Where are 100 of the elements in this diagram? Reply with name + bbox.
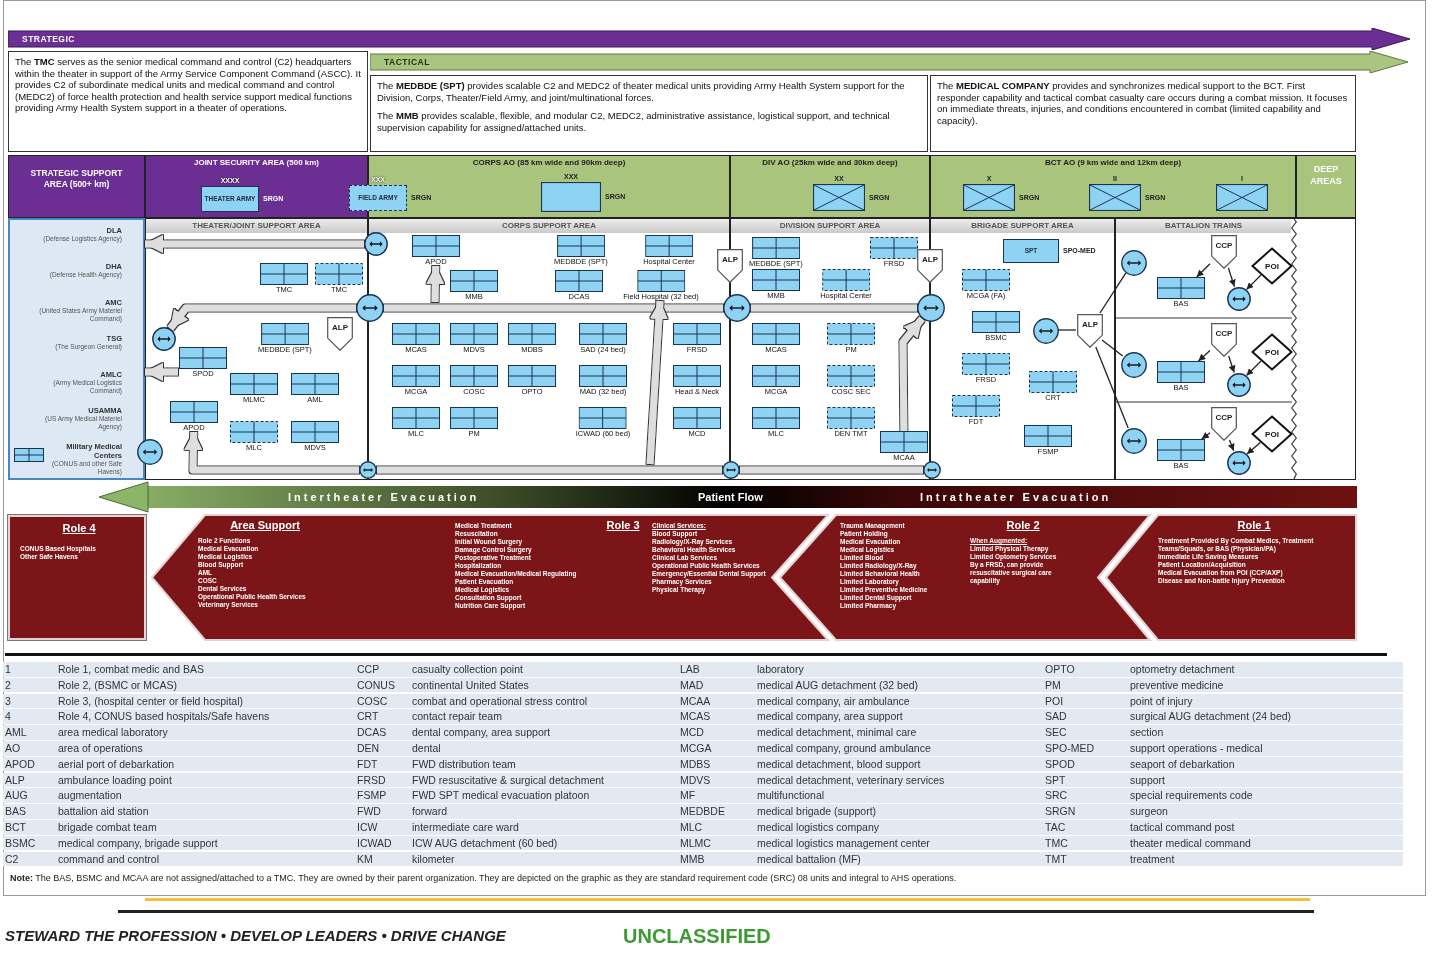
definition: theater medical command xyxy=(1130,835,1251,851)
role-heading: Role 4 xyxy=(62,522,96,535)
pentagon-symbol xyxy=(1211,407,1237,441)
abbreviation: OPTO xyxy=(1045,662,1075,677)
support-area-panel xyxy=(145,218,368,480)
pentagon-symbol xyxy=(1211,323,1237,357)
circle-symbol-icon xyxy=(1033,318,1059,344)
abbreviation: SPO-MED xyxy=(1045,741,1094,756)
arrow xyxy=(1245,360,1262,377)
arrow xyxy=(1227,267,1236,288)
classification-marking: UNCLASSIFIED xyxy=(623,925,771,948)
abbreviation: ALP xyxy=(5,772,25,788)
circle-symbol-icon xyxy=(1121,352,1147,378)
role-heading: Role 2 xyxy=(1006,519,1040,532)
abbreviation: ICW xyxy=(357,820,378,835)
circle-symbol-icon xyxy=(1227,451,1251,475)
abbreviation: MCAA xyxy=(680,693,711,709)
abbreviation: 1 xyxy=(5,662,11,677)
definition: ambulance loading point xyxy=(58,772,172,788)
circle-symbol-icon xyxy=(917,294,945,322)
definition: battalion aid station xyxy=(58,804,149,819)
description-panel xyxy=(370,75,928,152)
definition: command and control xyxy=(58,851,159,867)
definition: support xyxy=(1130,772,1166,788)
definition: contact repair team xyxy=(412,709,502,724)
role-panel xyxy=(778,515,1152,640)
abbreviation: SAD xyxy=(1045,709,1067,724)
abbreviation: MF xyxy=(680,788,696,803)
motto-text: STEWARD THE PROFESSION • DEVELOP LEADERS • DRIVE CHANGE xyxy=(5,927,506,945)
abbreviation: 3 xyxy=(5,693,11,709)
note-text: Note: The BAS, BSMC and MCAA are not assigned/attached to a TMC. They are owned by their parent organization. They are depicted on the graphic as they are standard requirement code (SRC) 08 units and integral to AHS operations. xyxy=(10,873,957,884)
definition: forward xyxy=(412,804,447,819)
abbreviation: SPOD xyxy=(1045,756,1075,772)
patient-flow-band xyxy=(98,481,1358,513)
poi-diamond xyxy=(1251,247,1293,285)
definition: special requirements code xyxy=(1130,788,1253,803)
definition: dental company, area support xyxy=(412,725,551,740)
pentagon-symbol xyxy=(1077,314,1103,348)
description-text: The MEDICAL COMPANY provides and synchronizes medical support to the BCT. First responder capability and tactical combat casualty care occurs during a combat mission. It focuses on immediate threats, injuries, and conditions encountered in combat (limited capability and capacity). xyxy=(937,80,1349,126)
symbol-label: POI xyxy=(1265,261,1279,271)
definition: medical company, area support xyxy=(757,709,903,724)
arrow xyxy=(1201,432,1211,440)
role-panel xyxy=(1104,515,1356,640)
definition: FWD resuscitative & surgical detachment xyxy=(412,772,604,788)
abbreviation: MEDBDE xyxy=(680,804,725,819)
abbreviation: SRGN xyxy=(1045,804,1076,819)
definition: support operations - medical xyxy=(1130,741,1263,756)
evacuation-arrow xyxy=(167,304,356,331)
definition: Role 1, combat medic and BAS xyxy=(58,662,204,677)
definition: combat and operational stress control xyxy=(412,693,588,709)
poi-diamond xyxy=(1251,333,1293,371)
abbreviation: KM xyxy=(357,851,373,867)
abbreviation: AML xyxy=(5,725,27,740)
abbreviation: DCAS xyxy=(357,725,387,740)
abbreviation: POI xyxy=(1045,693,1064,709)
area-title: JOINT SECURITY AREA (500 km) xyxy=(193,158,320,169)
banner-label: STRATEGIC xyxy=(22,34,75,44)
pentagon-symbol xyxy=(717,249,743,283)
definition: tactical command post xyxy=(1130,820,1235,835)
definition: section xyxy=(1130,725,1164,740)
definition: medical battalion (MF) xyxy=(757,851,861,867)
evacuation-route xyxy=(377,466,722,474)
abbreviation: TMT xyxy=(1045,851,1067,867)
definition: medical company, brigade support xyxy=(58,835,218,851)
area-strip-title: BATTALION TRAINS xyxy=(1116,219,1291,233)
abbreviation: FDT xyxy=(357,756,378,772)
area-title: CORPS AO (85 km wide and 90km deep) xyxy=(472,158,626,169)
definition: medical logistics company xyxy=(757,820,879,835)
evacuation-arrow xyxy=(646,300,668,465)
abbreviation: COSC xyxy=(357,693,388,709)
abbreviation: APOD xyxy=(5,756,35,772)
area-header-band xyxy=(730,155,930,218)
definition: Role 3, (hospital center or field hospital) xyxy=(58,693,243,709)
abbreviation: C2 xyxy=(5,851,19,867)
level-banner xyxy=(8,28,1410,50)
abbreviation: TMC xyxy=(1045,835,1068,851)
definition: medical detachment, minimal care xyxy=(757,725,917,740)
definition: ICW AUG detachment (60 bed) xyxy=(412,835,558,851)
description-text: The TMC serves as the senior medical command and control (C2) headquarters within the theater in support of the Army Service Component Command (ASCC). It provides C2 of subordinate medical units and medical command and control (MEDC2) of force health protection and health service support medical functions providing Army Health System support in a theater of operations. xyxy=(15,56,361,114)
description-text: The MEDBDE (SPT) provides scalable C2 and MEDC2 of theater medical units providing Army Health System support for the Division, Corps, Theater/Field Army, and joint/multinational forces. xyxy=(377,80,906,103)
definition: seaport of debarkation xyxy=(1130,756,1235,772)
circle-symbol-icon xyxy=(723,294,751,322)
abbreviation: CONUS xyxy=(357,677,395,693)
abbreviation: 4 xyxy=(5,709,11,724)
circle-symbol-icon xyxy=(1121,428,1147,454)
abbreviation: BAS xyxy=(5,804,26,819)
level-banner xyxy=(370,51,1408,73)
connector-line xyxy=(1101,339,1124,357)
area-title: DIV AO (25km wide and 30km deep) xyxy=(762,158,898,169)
evacuation-route xyxy=(384,304,723,312)
abbreviation: BSMC xyxy=(5,835,36,851)
abbreviation: PM xyxy=(1045,677,1061,693)
abbreviation: MDVS xyxy=(680,772,711,788)
abbreviation: DEN xyxy=(357,741,380,756)
area-title: STRATEGIC SUPPORT AREA (500+ km) xyxy=(29,168,124,190)
definition: surgical AUG detachment (24 bed) xyxy=(1130,709,1292,724)
definition: Role 4, CONUS based hospitals/Safe havens xyxy=(58,709,270,724)
symbol-label: ALP xyxy=(922,255,938,264)
pentagon-symbol xyxy=(327,317,353,351)
abbreviation: MAD xyxy=(680,677,704,693)
